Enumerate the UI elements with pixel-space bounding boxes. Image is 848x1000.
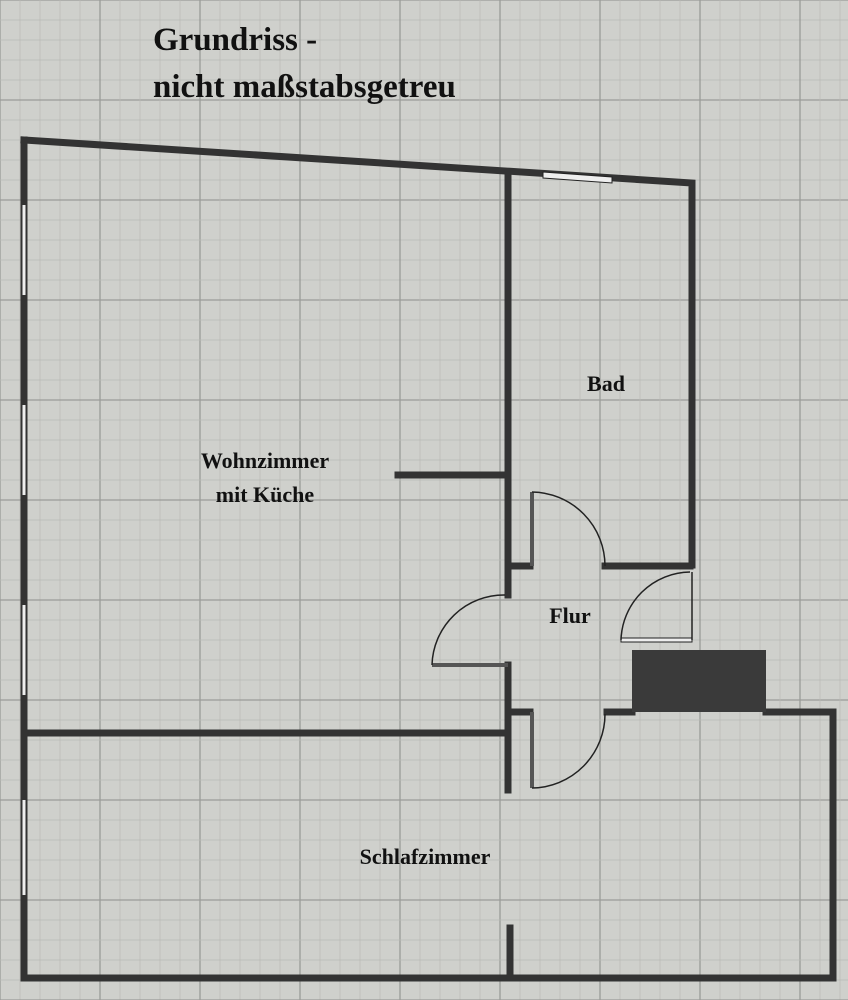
room-label-bad: Bad <box>587 371 625 396</box>
door-wohnzimmer <box>431 594 508 667</box>
room-label-schlafzimmer: Schlafzimmer <box>360 844 491 869</box>
title-line1: Grundriss - <box>153 22 317 58</box>
door-right <box>620 571 693 643</box>
door-bad <box>530 491 606 567</box>
room-label-flur: Flur <box>549 603 591 628</box>
room-label-kueche: mit Küche <box>216 482 315 507</box>
windows <box>22 171 613 895</box>
doors <box>431 491 693 789</box>
door-schlafzimmer <box>530 712 606 789</box>
room-label-wohnzimmer: Wohnzimmer <box>201 448 330 473</box>
title-line2: nicht maßstabsgetreu <box>153 69 456 105</box>
chimney <box>632 650 766 712</box>
